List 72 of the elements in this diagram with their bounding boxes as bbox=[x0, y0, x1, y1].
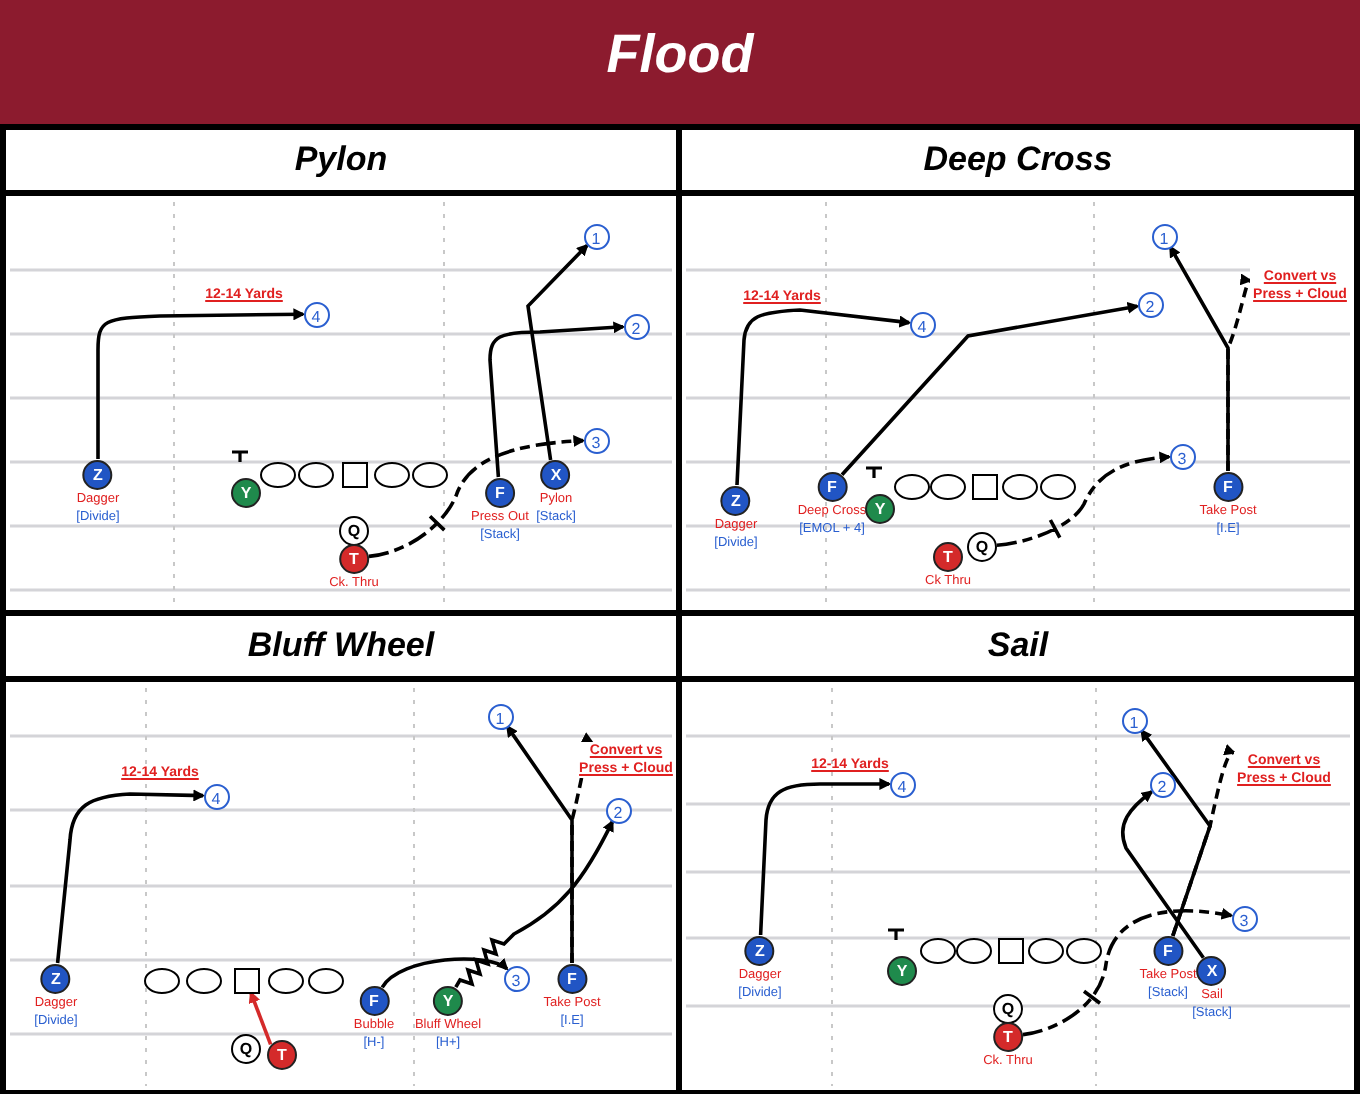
route-arrow bbox=[995, 451, 1172, 547]
route-arrow bbox=[735, 308, 912, 486]
route-number: 1 bbox=[487, 703, 513, 729]
lineman-circle bbox=[1040, 473, 1076, 499]
player-circle: T bbox=[993, 1021, 1023, 1051]
route-number: 2 bbox=[605, 797, 631, 823]
route-arrow bbox=[55, 789, 206, 964]
route-arrow bbox=[840, 301, 1140, 476]
player-circle: T bbox=[933, 541, 963, 571]
player-circle: Q bbox=[339, 515, 369, 545]
route-arrow bbox=[367, 435, 586, 559]
lineman-circle bbox=[268, 967, 304, 993]
player-circle: T bbox=[267, 1039, 297, 1069]
route-arrow bbox=[488, 321, 626, 478]
player-circle: F bbox=[1213, 471, 1243, 501]
player-circle: Z bbox=[721, 485, 751, 515]
route-number: 4 bbox=[203, 783, 229, 809]
route-arrow bbox=[1171, 747, 1237, 937]
lineman-circle bbox=[144, 967, 180, 993]
route-number: 1 bbox=[1151, 223, 1177, 249]
player-circle: Q bbox=[967, 531, 997, 561]
route-arrow bbox=[96, 308, 306, 459]
route-number: 2 bbox=[1149, 771, 1175, 797]
route-arrow bbox=[1021, 908, 1234, 1037]
route-number: 3 bbox=[503, 965, 529, 991]
player-circle: F bbox=[485, 477, 515, 507]
player-circle: F bbox=[557, 963, 587, 993]
route-number: 4 bbox=[303, 301, 329, 327]
center-square bbox=[233, 967, 259, 993]
player-circle: X bbox=[541, 459, 571, 489]
lineman-circle bbox=[1002, 473, 1038, 499]
route-number: 2 bbox=[1137, 291, 1163, 317]
route-arrow bbox=[1120, 790, 1205, 959]
route-arrow bbox=[248, 990, 273, 1046]
route-number: 4 bbox=[909, 311, 935, 337]
player-circle: Q bbox=[231, 1033, 261, 1063]
play-panel bbox=[682, 130, 1354, 610]
lineman-circle bbox=[186, 967, 222, 993]
lineman-circle bbox=[930, 473, 966, 499]
play-panel bbox=[6, 616, 676, 1090]
player-circle: X bbox=[1197, 955, 1227, 985]
route-arrow bbox=[526, 243, 589, 461]
route-arrow bbox=[758, 778, 892, 936]
play-panel bbox=[6, 130, 676, 610]
route-number: 2 bbox=[623, 313, 649, 339]
play-panel bbox=[682, 616, 1354, 1090]
player-circle: Y bbox=[433, 985, 463, 1015]
route-number: 4 bbox=[889, 771, 915, 797]
center-square bbox=[971, 473, 997, 499]
player-circle: Y bbox=[887, 955, 917, 985]
center-square bbox=[341, 461, 367, 487]
route-number: 1 bbox=[1121, 707, 1147, 733]
player-circle: F bbox=[1153, 935, 1183, 965]
route-arrow bbox=[1226, 279, 1252, 471]
route-arrow bbox=[380, 957, 509, 989]
player-circle: Q bbox=[993, 993, 1023, 1023]
route-number: 3 bbox=[583, 427, 609, 453]
route-number: 3 bbox=[1231, 905, 1257, 931]
player-circle: Y bbox=[865, 493, 895, 523]
player-circle: T bbox=[339, 543, 369, 573]
player-circle: F bbox=[817, 471, 847, 501]
player-circle: Z bbox=[745, 935, 775, 965]
page-title: Flood bbox=[604, 24, 757, 86]
route-number: 3 bbox=[1169, 443, 1195, 469]
lineman-circle bbox=[308, 967, 344, 993]
player-circle: Z bbox=[41, 963, 71, 993]
center-square bbox=[997, 937, 1023, 963]
route-number: 1 bbox=[583, 223, 609, 249]
player-circle: F bbox=[359, 985, 389, 1015]
lineman-circle bbox=[894, 473, 930, 499]
player-circle: Z bbox=[83, 459, 113, 489]
player-circle: Y bbox=[231, 477, 261, 507]
